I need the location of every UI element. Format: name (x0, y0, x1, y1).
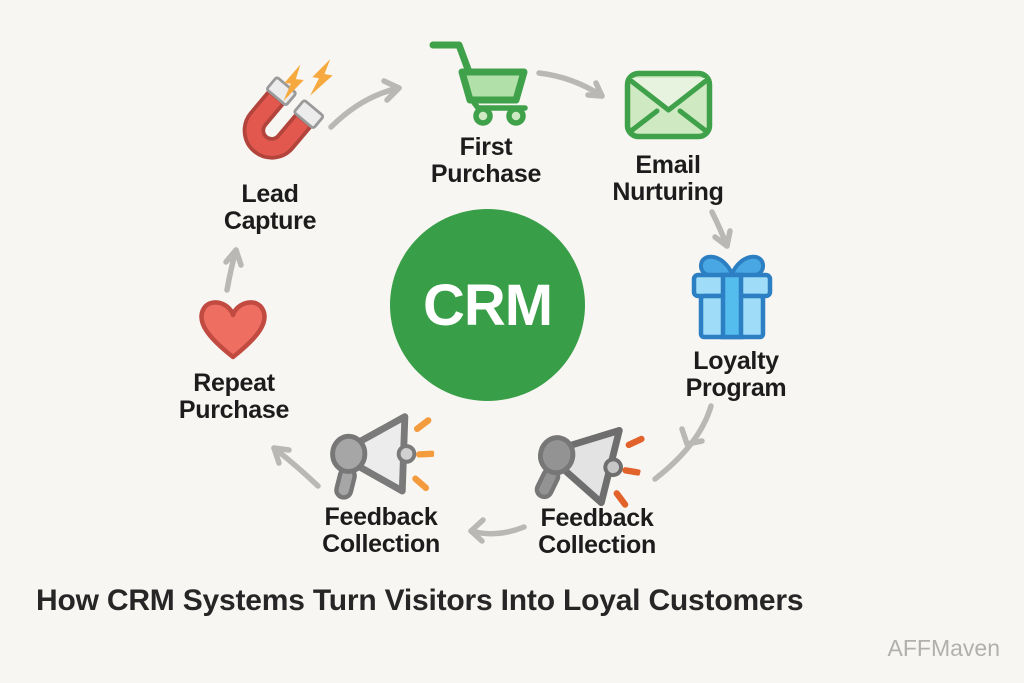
megaphone-icon (330, 413, 436, 500)
arrow-lead-to-first (328, 78, 402, 130)
megaphone-icon (534, 427, 645, 508)
lightning-icon (310, 59, 333, 96)
gift-icon (691, 254, 773, 340)
arrow-repeat-to-lead (223, 247, 244, 293)
arrow-feedback-to-repeat (271, 445, 321, 489)
lightning-icon (283, 64, 304, 101)
envelope-icon (624, 70, 713, 140)
arrow-loyalty-to-feedback (652, 403, 714, 482)
heart-icon (199, 300, 267, 360)
page-title: How CRM Systems Turn Visitors Into Loyal… (36, 584, 804, 617)
arrow-email-to-loyalty (709, 209, 733, 249)
crm-center-circle: CRM (390, 209, 585, 401)
arrow-feedback-to-feedback (468, 517, 527, 544)
watermark: AFFMaven (887, 635, 1000, 661)
arrow-first-to-email (536, 70, 605, 99)
cart-icon (429, 41, 528, 126)
magnet-icon (242, 76, 325, 160)
crm-label: CRM (422, 272, 553, 338)
